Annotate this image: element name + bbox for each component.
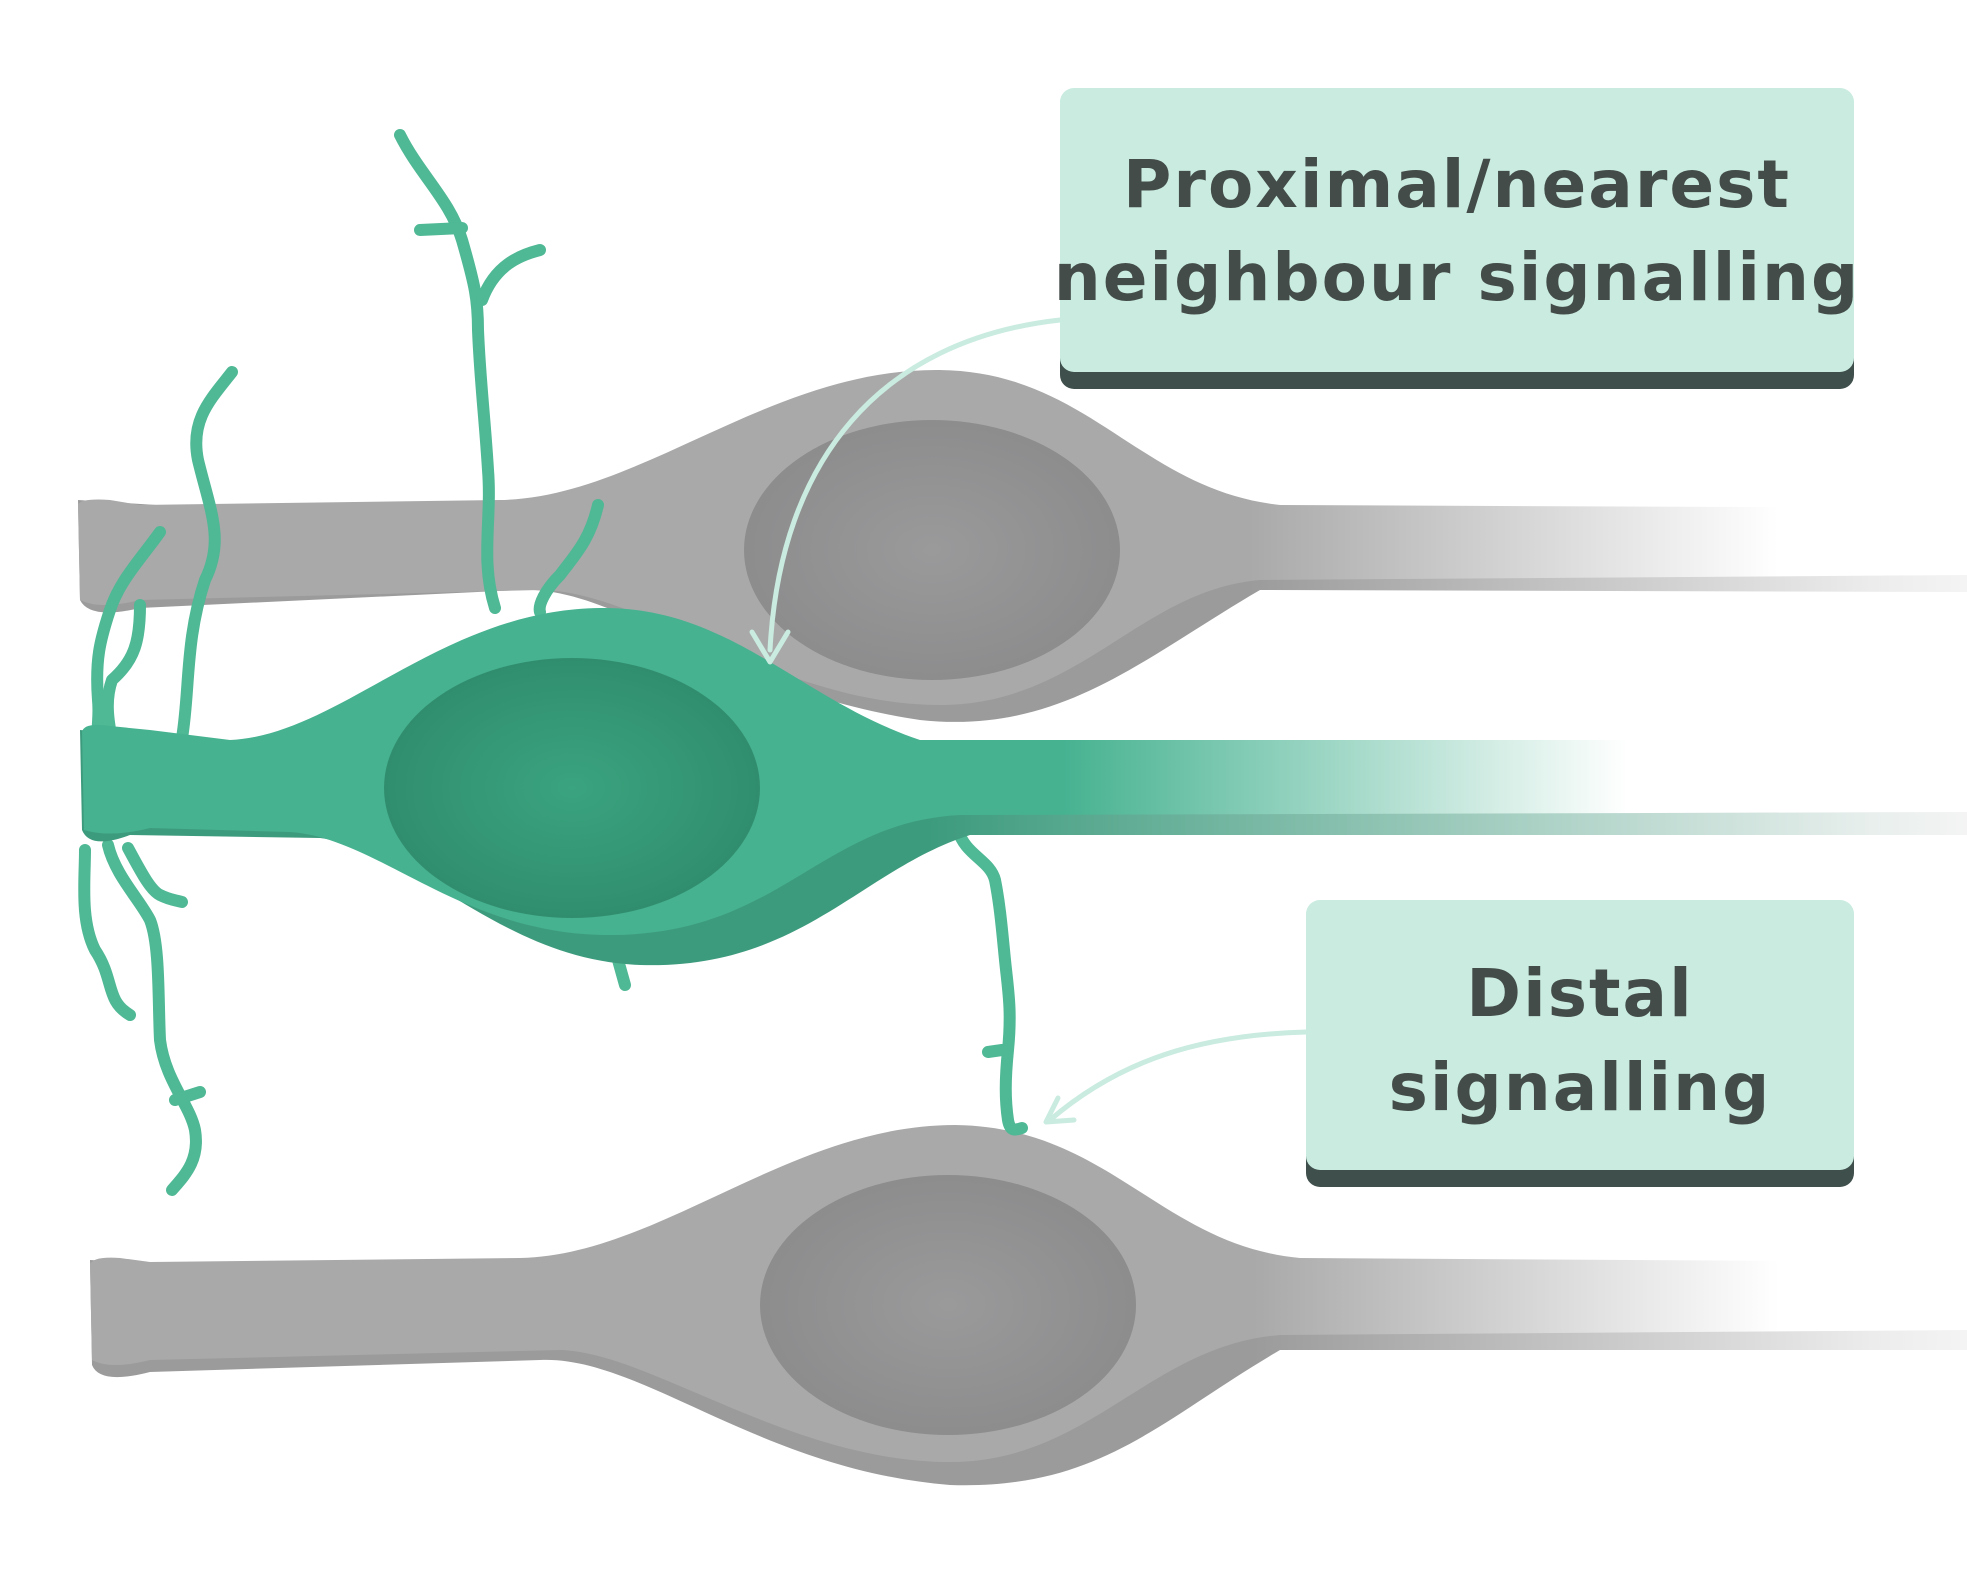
distal-cell-nucleus	[760, 1175, 1136, 1435]
proximal-arrow	[749, 317, 1063, 665]
distal-arrow-head	[1043, 1095, 1077, 1125]
dendrite	[476, 244, 546, 306]
signalling-cell	[80, 607, 1967, 966]
proximal-label-box	[1060, 88, 1854, 372]
distal-neighbour-cell	[90, 1125, 1967, 1486]
dendrite	[176, 366, 238, 744]
distal-signalling-label: Distal signalling	[1306, 900, 1854, 1187]
proximal-label-line1: Proximal/nearest	[1123, 146, 1791, 223]
dendrite	[78, 844, 136, 1021]
proximal-label-line2: neighbour signalling	[1054, 239, 1860, 316]
dendrite	[122, 842, 188, 908]
dendrite	[101, 599, 146, 746]
dendrite	[102, 839, 202, 1196]
dendrite	[91, 526, 166, 751]
top-cell-nucleus	[744, 420, 1120, 680]
distal-label-line1: Distal	[1466, 955, 1693, 1032]
dendrite	[414, 222, 468, 236]
distal-label-line2: signalling	[1389, 1049, 1772, 1126]
dendrite	[952, 824, 1028, 1136]
dendrite	[612, 954, 631, 991]
signalling-cell-dendrites	[78, 129, 1028, 1196]
dendrite	[982, 1044, 1008, 1058]
dendrite	[394, 129, 501, 614]
distal-arrow-shaft	[1047, 1029, 1309, 1123]
distal-label-box	[1306, 900, 1854, 1170]
proximal-signalling-label: Proximal/nearest neighbour signalling	[1054, 88, 1860, 389]
dendrite	[169, 1086, 206, 1106]
dendrite	[533, 499, 604, 618]
top-neighbour-cell	[78, 369, 1967, 722]
proximal-arrow-shaft	[767, 317, 1063, 653]
signalling-cell-nucleus	[384, 658, 760, 918]
distal-arrow	[1043, 1029, 1309, 1125]
proximal-arrow-head	[749, 629, 791, 665]
